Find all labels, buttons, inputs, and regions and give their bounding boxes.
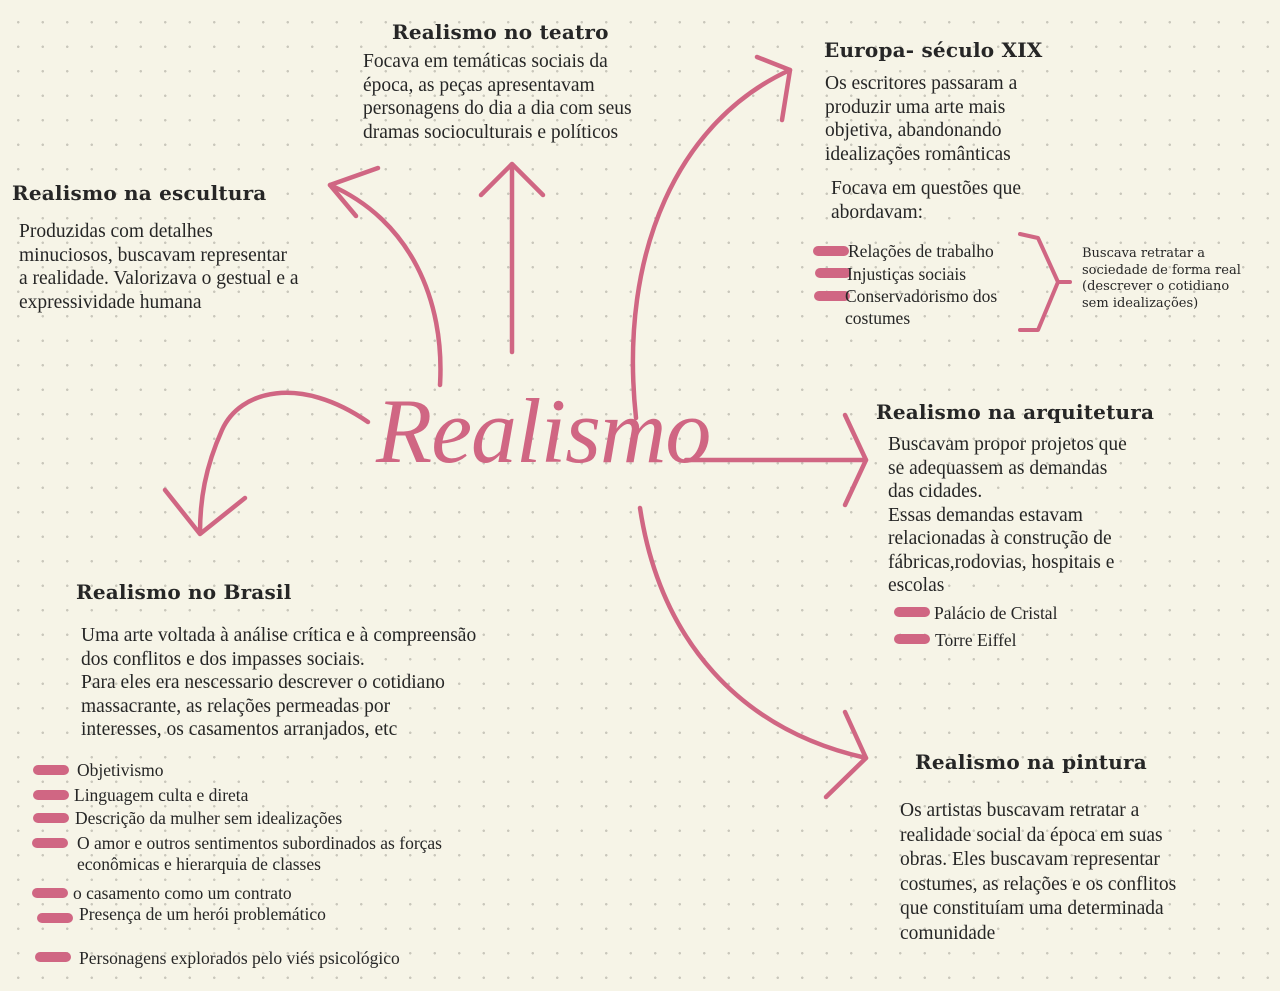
arquitetura-item: Torre Eiffel xyxy=(935,630,1017,650)
europa-text: Os escritores passaram a produzir uma ar… xyxy=(825,73,1018,165)
bullet-pill xyxy=(33,790,69,800)
europa-item: Relações de trabalho xyxy=(848,241,994,261)
pintura-text: Os artistas buscavam retratar a realidad… xyxy=(900,800,1177,944)
europa-subtitle: Focava em questões que abordavam: xyxy=(831,178,1022,223)
brasil-title: Realismo no Brasil xyxy=(76,580,292,604)
brasil-text: Uma arte voltada à análise crítica e à c… xyxy=(81,625,477,740)
bullet-pill xyxy=(894,607,930,617)
arrow-to-escultura xyxy=(327,165,443,388)
bullet-pill xyxy=(35,952,71,962)
bullet-pill xyxy=(894,634,930,644)
pintura-title: Realismo na pintura xyxy=(915,750,1147,774)
brasil-item: Linguagem culta e direta xyxy=(74,785,249,805)
escultura-text: Produzidas com detalhes minuciosos, busc… xyxy=(19,221,299,313)
bullet-pill xyxy=(815,268,851,278)
brasil-item: Personagens explorados pelo viés psicoló… xyxy=(79,948,400,968)
brasil-item: O amor e outros sentimentos subordinados… xyxy=(77,833,442,874)
arrow-to-europa xyxy=(630,54,793,421)
brasil-item: Descrição da mulher sem idealizações xyxy=(75,808,343,828)
escultura-title: Realismo na escultura xyxy=(12,181,267,205)
brasil-item: o casamento como um contrato xyxy=(73,883,292,903)
brasil-item: Objetivismo xyxy=(77,760,164,780)
bullet-pill xyxy=(33,765,69,775)
bullet-pill xyxy=(33,813,69,823)
bullet-pill xyxy=(37,913,73,923)
europa-note: Buscava retratar a sociedade de forma re… xyxy=(1082,246,1241,311)
arquitetura-item: Palácio de Cristal xyxy=(934,603,1058,623)
arrow-to-teatro xyxy=(478,161,546,355)
central-topic: Realismo xyxy=(376,380,711,482)
arrow-to-pintura xyxy=(637,505,869,800)
bullet-pill xyxy=(814,291,850,301)
arrow-to-brasil xyxy=(162,390,371,537)
bullet-pill xyxy=(32,888,68,898)
teatro-text: Focava em temáticas sociais da época, as… xyxy=(363,51,632,143)
europa-item: Injustiças sociais xyxy=(847,264,967,284)
europa-item: Conservadorismo dos costumes xyxy=(845,286,998,328)
brace xyxy=(1018,232,1072,332)
teatro-title: Realismo no teatro xyxy=(392,20,609,44)
arquitetura-title: Realismo na arquitetura xyxy=(876,400,1155,424)
brasil-item: Presença de um herói problemático xyxy=(79,904,326,924)
europa-title: Europa- século XIX xyxy=(824,38,1043,62)
arrow-to-arquitetura xyxy=(683,412,869,508)
bullet-pill xyxy=(32,838,68,848)
bullet-pill xyxy=(813,246,849,256)
arquitetura-text: Buscavam propor projetos que se adequass… xyxy=(888,434,1127,596)
